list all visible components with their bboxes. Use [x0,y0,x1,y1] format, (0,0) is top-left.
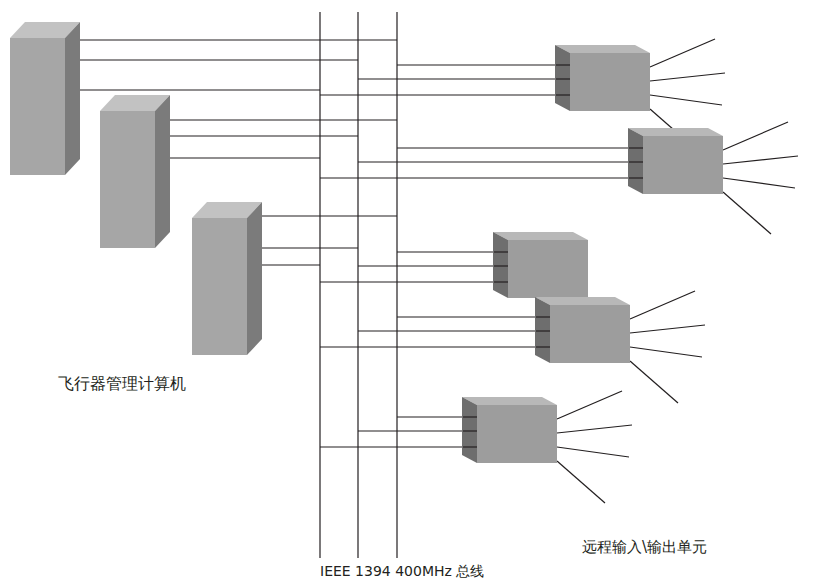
computer-wire [170,119,397,120]
unit-wire [320,94,570,95]
tower-front [192,218,247,355]
wire-group [80,12,643,558]
unit-front [570,53,650,111]
unit-group [10,22,798,503]
unit-wire [397,416,477,417]
output-wire [630,347,702,357]
unit-wire [397,147,643,148]
unit-wire-end [556,78,570,79]
unit-top [628,128,723,136]
unit-side [535,297,550,363]
unit-wire-end [556,64,570,65]
unit-top [493,232,588,240]
unit-wire-end [629,147,643,148]
unit-wire [320,281,508,282]
unit-wire-end [536,316,550,317]
computer-tower [100,95,170,248]
unit-side [493,232,508,298]
unit-wire [358,430,477,431]
output-wire [630,325,705,333]
unit-front [508,240,588,298]
tower-side [155,95,170,248]
unit-side [628,128,643,194]
unit-wire [358,78,570,79]
unit-wire-end [629,177,643,178]
unit-wire [397,251,508,252]
unit-wire-end [463,446,477,447]
unit-front [550,305,630,363]
computer-wire [80,89,320,90]
io-unit [462,391,632,503]
io-unit [555,39,725,151]
unit-top [462,397,557,405]
output-wire [650,95,722,105]
output-wire [630,291,695,319]
unit-wire [397,316,550,317]
unit-wire [320,446,477,447]
unit-top [555,45,650,53]
unit-wire-end [629,161,643,162]
output-wire [723,178,795,188]
computer-wire [262,247,358,248]
output-wire [557,461,605,503]
unit-wire [358,265,508,266]
tower-front [100,111,155,248]
computer-tower [10,22,80,175]
unit-wire-end [494,251,508,252]
tower-side [65,22,80,175]
computer-wire [170,135,358,136]
unit-wire [397,64,570,65]
unit-front [643,136,723,194]
unit-wire-end [556,94,570,95]
caption-label: 飞行器管理计算机 [56,374,188,393]
bus-line [396,12,397,558]
unit-wire [358,330,550,331]
unit-top [535,297,630,305]
unit-wire-end [463,430,477,431]
bus-line [319,12,320,558]
unit-wire [320,346,550,347]
output-wire [557,425,632,433]
output-wire [557,447,629,457]
output-wire [650,39,715,67]
unit-wire-end [536,330,550,331]
unit-wire-end [494,281,508,282]
tower-side [247,202,262,355]
unit-wire [320,177,643,178]
io-unit [628,122,798,234]
output-wire [557,391,622,419]
output-wire [723,122,788,150]
output-wire [723,156,798,164]
computer-wire [80,39,397,40]
unit-wire [358,161,643,162]
io-unit [493,232,588,298]
io-unit [535,291,705,403]
bus-line [357,12,358,558]
unit-front [477,405,557,463]
computer-wire [170,157,320,158]
caption-label: IEEE 1394 400MHz 总线 [318,563,486,580]
computer-wire [262,264,320,265]
computer-wire [262,215,397,216]
unit-wire-end [494,265,508,266]
output-wire [650,73,725,81]
unit-wire-end [536,346,550,347]
output-wire [723,192,771,234]
unit-side [555,45,570,111]
output-wire [630,361,678,403]
computer-tower [192,202,262,355]
caption-label: 远程输入\输出单元 [580,538,709,556]
tower-front [10,38,65,175]
computer-wire [80,59,358,60]
unit-side [462,397,477,463]
unit-wire-end [463,416,477,417]
